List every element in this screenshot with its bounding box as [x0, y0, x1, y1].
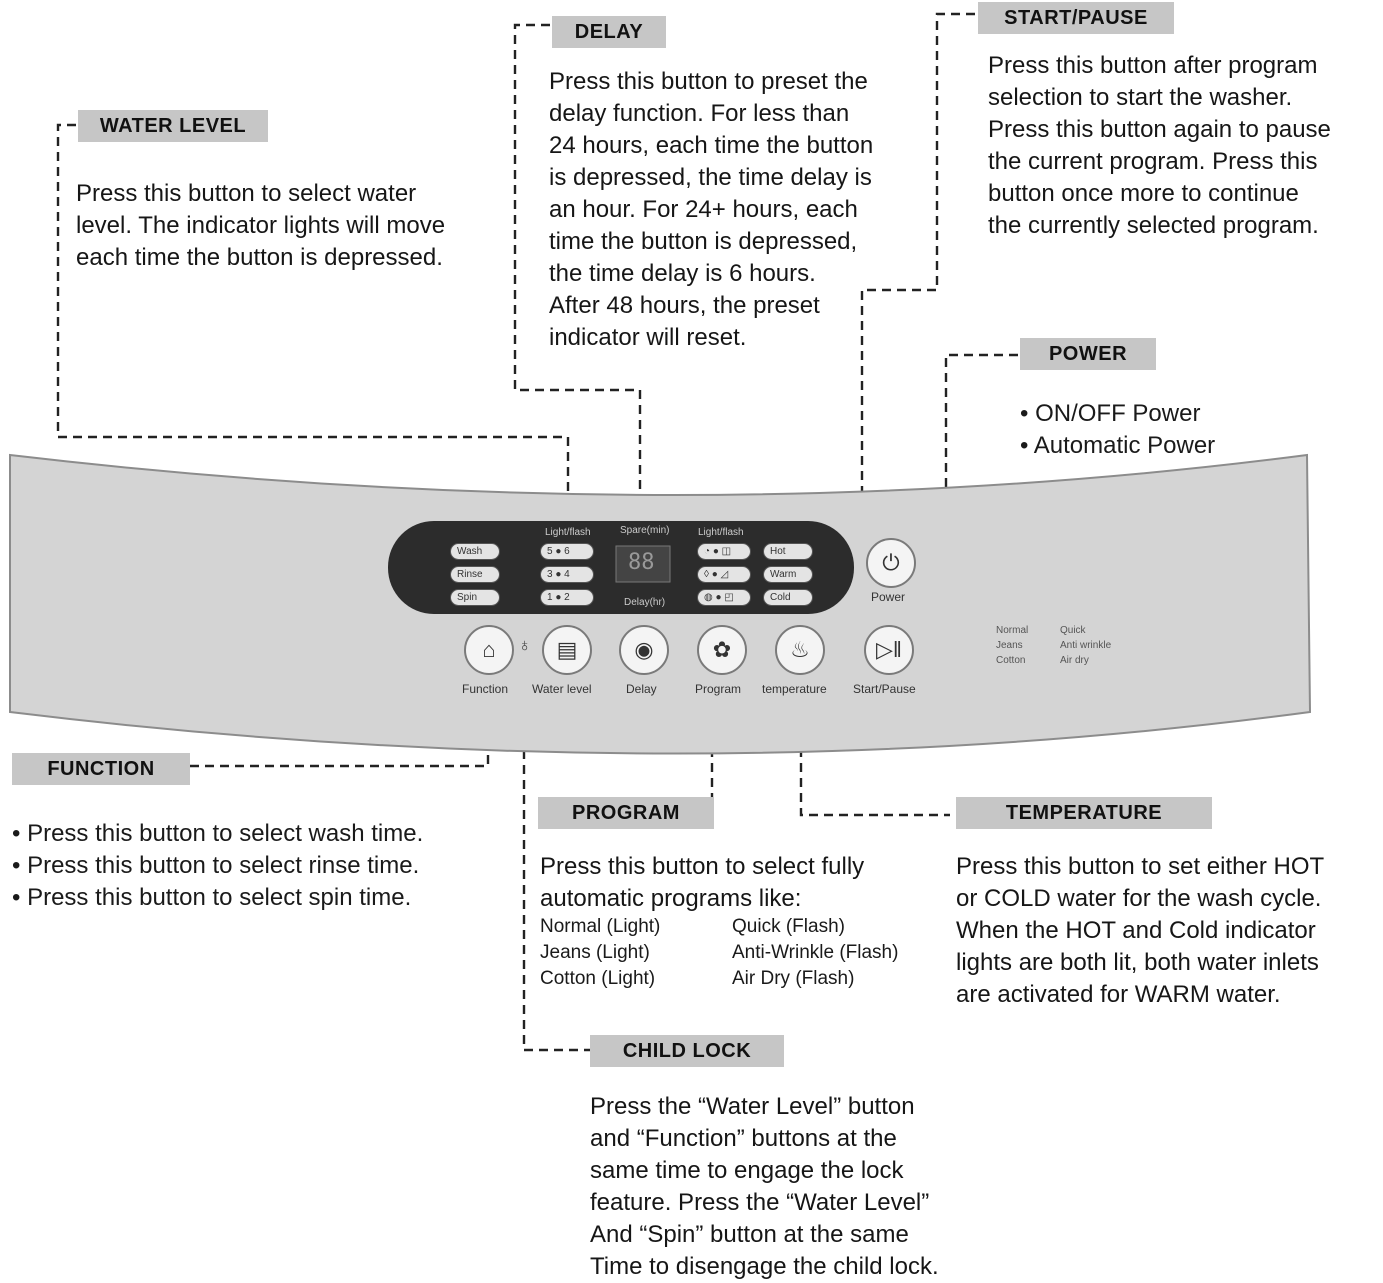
- digit-value: 88: [628, 550, 655, 575]
- temperature-icon: ♨: [790, 637, 810, 662]
- power-bullets: ON/OFF Power Automatic Power: [1020, 398, 1215, 462]
- program-item: Quick (Flash): [732, 916, 845, 937]
- temperature-header: TEMPERATURE: [956, 797, 1212, 829]
- power-icon: ⏻: [882, 550, 900, 575]
- function-header: FUNCTION: [12, 753, 190, 785]
- function-bullets: Press this button to select wash time. P…: [12, 818, 423, 914]
- function-bullet: Press this button to select spin time.: [12, 882, 423, 914]
- start-pause-header: START/PAUSE: [978, 2, 1174, 34]
- legend-cotton: Cotton: [996, 655, 1026, 666]
- power-button[interactable]: ⏻: [866, 538, 916, 588]
- function-button[interactable]: ⌂: [464, 625, 514, 675]
- rinse-pill: Rinse: [450, 566, 500, 583]
- level-pill-1-2: 1 ● 2: [540, 589, 594, 606]
- program-list: Normal (Light) Quick (Flash) Jeans (Ligh…: [540, 914, 932, 992]
- legend-quick: Quick: [1060, 625, 1086, 636]
- delay-header: DELAY: [552, 16, 666, 48]
- program-item: Normal (Light): [540, 916, 661, 937]
- child-lock-header: CHILD LOCK: [590, 1035, 784, 1067]
- light-flash-label-2: Light/flash: [698, 527, 744, 538]
- program-pill-cotton-airdry: ◍ ● ◰: [697, 589, 751, 606]
- delay-indicator: Delay(hr): [624, 597, 666, 608]
- delay-button-label: Delay: [626, 682, 657, 696]
- temperature-button-label: temperature: [762, 682, 827, 696]
- program-item: Air Dry (Flash): [732, 968, 855, 989]
- water-level-icon: ▤: [556, 637, 578, 662]
- legend-air-dry: Air dry: [1060, 655, 1089, 666]
- water-level-header: WATER LEVEL: [78, 110, 268, 142]
- program-item: Jeans (Light): [540, 942, 650, 963]
- water-level-description: Press this button to select water level.…: [76, 180, 446, 271]
- hot-pill: Hot: [763, 543, 813, 560]
- program-header: PROGRAM: [538, 797, 714, 829]
- wash-pill: Wash: [450, 543, 500, 560]
- legend-normal: Normal: [996, 625, 1029, 636]
- program-pill-normal-quick: ◔ ● ◫: [697, 543, 751, 560]
- child-lock-description: Press the “Water Level” button and “Func…: [590, 1093, 939, 1280]
- water-level-button-label: Water level: [532, 682, 592, 696]
- digit-display: [615, 545, 671, 583]
- delay-description: Press this button to preset the delay fu…: [549, 68, 874, 351]
- program-item: Anti-Wrinkle (Flash): [732, 942, 899, 963]
- light-flash-label-1: Light/flash: [545, 527, 591, 538]
- function-button-label: Function: [462, 682, 509, 696]
- power-bullet: ON/OFF Power: [1020, 398, 1215, 430]
- delay-button[interactable]: ◉: [619, 625, 669, 675]
- program-item: Cotton (Light): [540, 968, 656, 989]
- legend-anti-wrinkle: Anti wrinkle: [1060, 640, 1112, 651]
- play-pause-icon: ▷‖: [875, 637, 902, 662]
- program-button[interactable]: ✿: [697, 625, 747, 675]
- spin-pill: Spin: [450, 589, 500, 606]
- program-description: Press this button to select fully automa…: [540, 853, 865, 912]
- function-bullet: Press this button to select rinse time.: [12, 850, 423, 882]
- level-pill-5-6: 5 ● 6: [540, 543, 594, 560]
- warm-pill: Warm: [763, 566, 813, 583]
- program-pill-jeans-wrinkle: ◊ ● ◿: [697, 566, 751, 583]
- power-bullet: Automatic Power: [1020, 430, 1215, 462]
- start-pause-description: Press this button after program selectio…: [988, 52, 1331, 239]
- function-icon: ⌂: [482, 637, 496, 662]
- cold-pill: Cold: [763, 589, 813, 606]
- level-pill-3-4: 3 ● 4: [540, 566, 594, 583]
- power-button-label: Power: [871, 590, 906, 604]
- power-header: POWER: [1020, 338, 1156, 370]
- start-pause-button[interactable]: ▷‖: [864, 625, 914, 675]
- delay-icon: ◉: [634, 637, 654, 662]
- start-pause-button-label: Start/Pause: [853, 682, 916, 696]
- spare-label: Spare(min): [620, 525, 670, 536]
- water-level-button[interactable]: ▤: [542, 625, 592, 675]
- child-lock-icon: ♁: [518, 635, 532, 655]
- temperature-description: Press this button to set either HOT or C…: [956, 853, 1325, 1008]
- program-button-label: Program: [695, 682, 742, 696]
- function-bullet: Press this button to select wash time.: [12, 818, 423, 850]
- legend-jeans: Jeans: [996, 640, 1023, 651]
- program-icon: ✿: [712, 637, 732, 662]
- temperature-button[interactable]: ♨: [775, 625, 825, 675]
